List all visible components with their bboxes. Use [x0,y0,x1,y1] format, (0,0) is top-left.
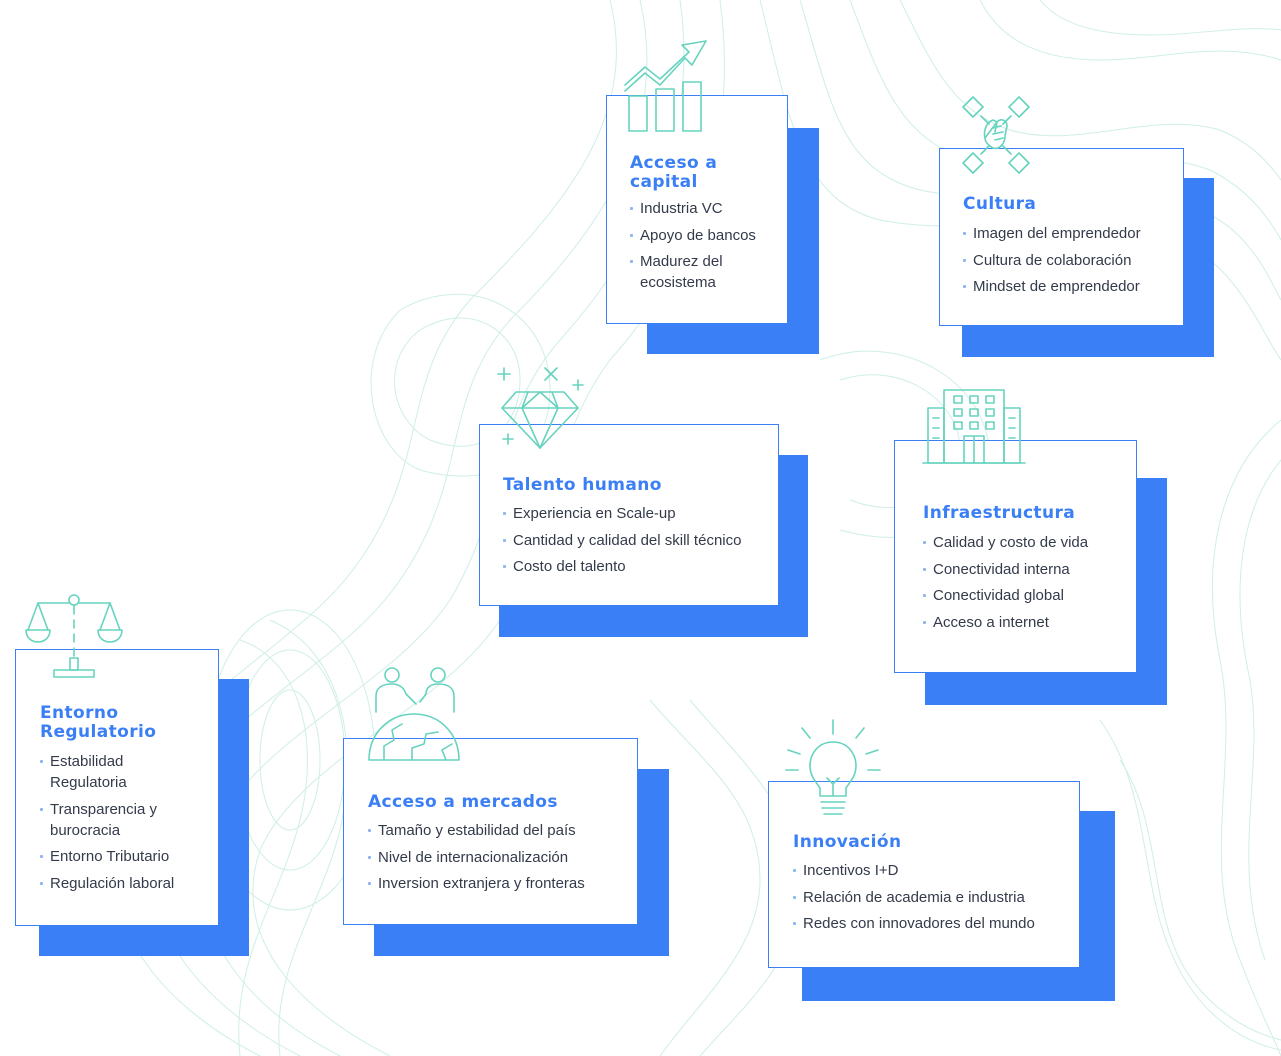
list-item-text: Transparencia y burocracia [50,800,157,839]
list-item-text: Conectividad global [933,587,1064,604]
card-list: Incentivos I+D Relación de academia e in… [793,860,1073,940]
list-item: Apoyo de bancos [630,225,780,246]
people-globe-icon [368,667,460,761]
card-title: Acceso a mercados [368,792,558,812]
card-box [939,148,1184,326]
card-list: Imagen del emprendedor Cultura de colabo… [963,223,1173,303]
list-item-text: Tamaño y estabilidad del país [378,822,576,839]
list-item: Entorno Tributario [40,846,205,867]
list-item-text: Experiencia en Scale-up [513,505,676,522]
scales-icon [25,594,123,678]
card-title: Infraestructura [923,503,1076,523]
card-list: Industria VC Apoyo de bancos Madurez del… [630,198,780,299]
card-title: Innovación [793,832,902,852]
list-item: Inversion extranjera y fronteras [368,873,633,894]
list-item-text: Inversion extranjera y fronteras [378,875,585,892]
list-item: Imagen del emprendedor [963,223,1173,244]
list-item-text: Acceso a internet [933,613,1049,631]
card-box [343,738,638,925]
joined-hands-icon [962,96,1030,174]
list-item-text: Imagen del emprendedor [973,225,1141,242]
list-item: Calidad y costo de vida [923,532,1133,553]
list-item: Mindset de emprendedor [963,276,1173,297]
list-item-text: Conectividad interna [933,560,1070,578]
list-item-text: Madurez del ecosistema [640,253,723,291]
list-item-text: Redes con innovadores del mundo [803,915,1035,932]
card-title: Talento humano [503,475,662,495]
card-box [479,424,779,606]
list-item: Conectividad global [923,585,1133,606]
list-item-text: Industria VC [640,200,723,217]
card-list: Tamaño y estabilidad del país Nivel de i… [368,820,633,900]
list-item: Conectividad interna [923,559,1133,580]
list-item-text: Regulación laboral [50,874,175,892]
list-item-text: Nivel de internacionalización [378,848,569,866]
card-list: Calidad y costo de vida Conectividad int… [923,532,1133,638]
list-item: Madurez del ecosistema [630,251,740,293]
list-item: Estabilidad Regulatoria [40,751,150,793]
card-box [894,440,1137,673]
list-item: Costo del talento [503,556,773,577]
list-item-text: Mindset de emprendedor [973,278,1140,295]
list-item-text: Estabilidad Regulatoria [50,753,127,791]
card-box [15,649,219,926]
list-item-text: Apoyo de bancos [640,226,756,244]
list-item: Regulación laboral [40,873,205,894]
list-item: Transparencia y burocracia [40,799,180,841]
card-title: Cultura [963,194,1037,214]
card-list: Estabilidad Regulatoria Transparencia y … [40,751,205,899]
list-item: Cultura de colaboración [963,250,1173,271]
list-item: Relación de academia e industria [793,887,1073,908]
list-item-text: Cultura de colaboración [973,251,1132,269]
list-item: Redes con innovadores del mundo [793,913,1073,934]
list-item: Cantidad y calidad del skill técnico [503,530,773,551]
growth-chart-icon [624,40,707,132]
list-item: Acceso a internet [923,612,1133,633]
list-item: Experiencia en Scale-up [503,503,773,524]
list-item: Nivel de internacionalización [368,847,633,868]
lightbulb-icon [785,719,881,815]
diamond-icon [497,367,584,449]
list-item-text: Calidad y costo de vida [933,534,1089,551]
card-title: Acceso a capital [630,153,718,192]
card-box [768,781,1080,968]
list-item: Tamaño y estabilidad del país [368,820,633,841]
list-item-text: Relación de academia e industria [803,888,1025,906]
building-icon [922,389,1026,464]
list-item: Incentivos I+D [793,860,1073,881]
list-item-text: Costo del talento [513,558,626,575]
list-item-text: Incentivos I+D [803,862,899,879]
list-item: Industria VC [630,198,780,219]
card-box [606,95,788,324]
card-list: Experiencia en Scale-up Cantidad y calid… [503,503,773,583]
list-item-text: Entorno Tributario [50,848,170,865]
card-title: Entorno Regulatorio [40,703,157,742]
list-item-text: Cantidad y calidad del skill técnico [513,531,742,549]
